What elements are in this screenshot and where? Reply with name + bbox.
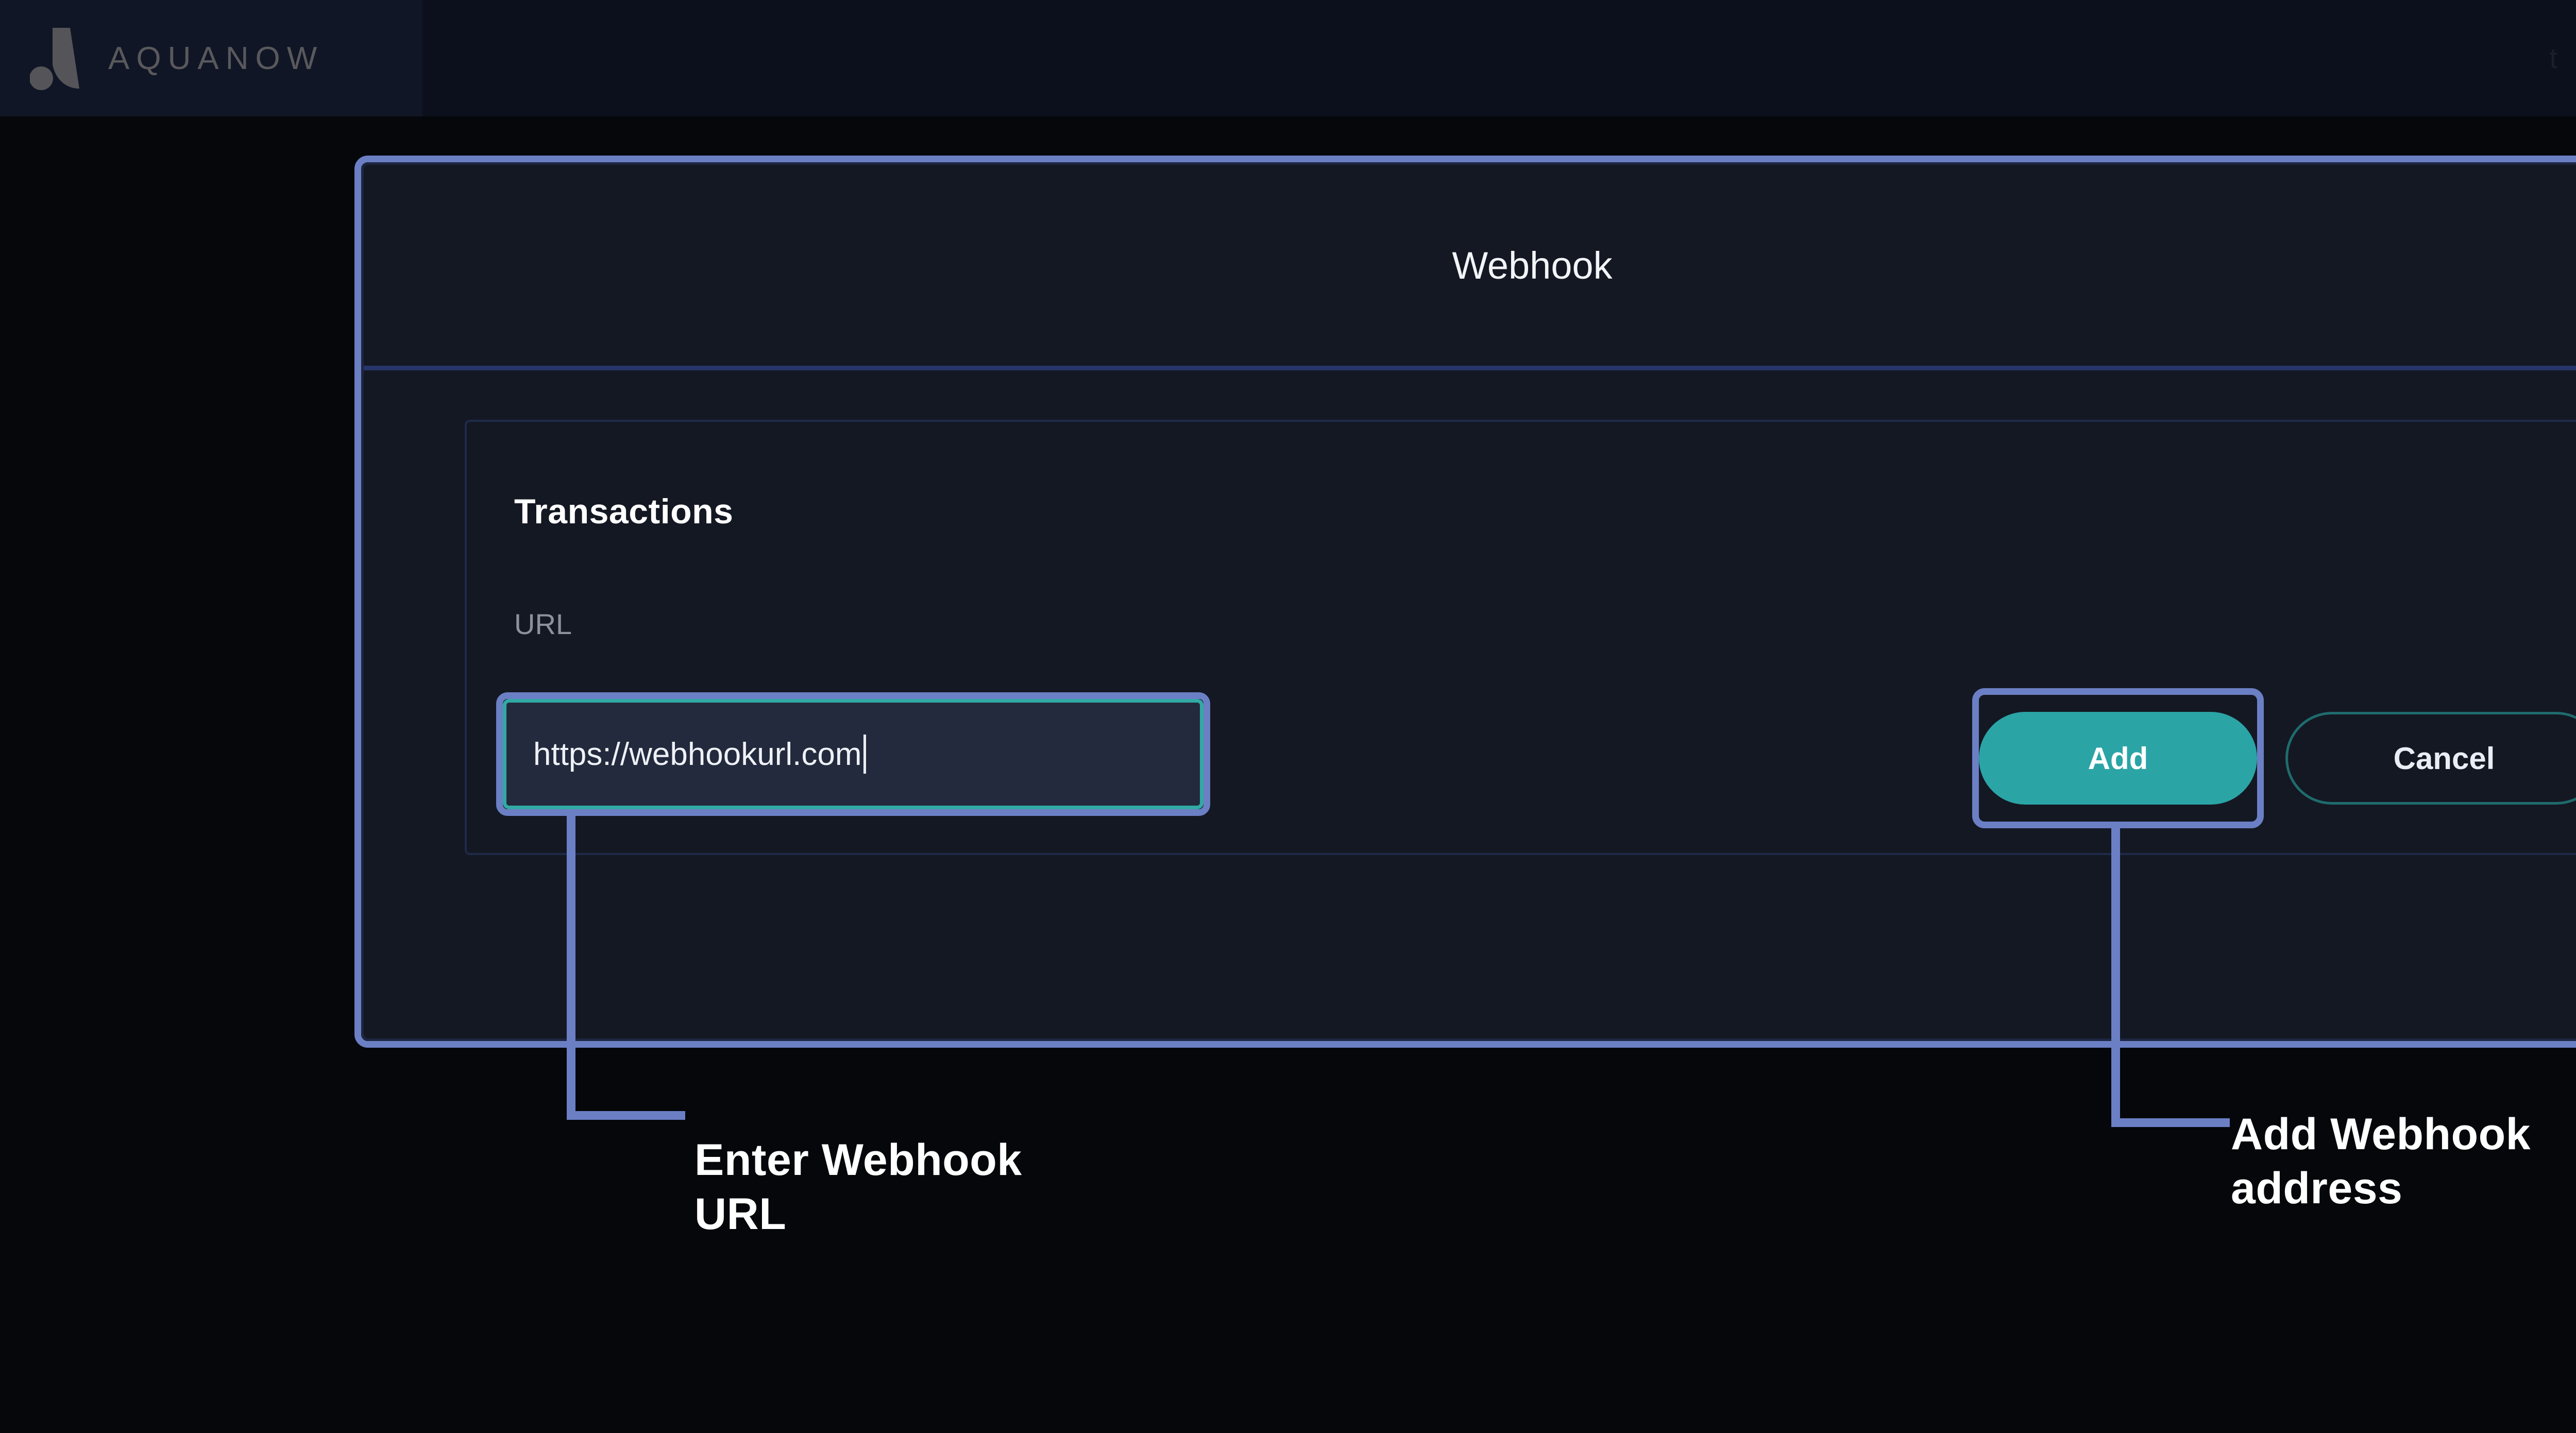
add-button[interactable]: Add <box>1979 712 2257 805</box>
leader-line-add-webhook <box>2111 828 2245 1137</box>
cancel-button[interactable]: Cancel <box>2285 712 2576 805</box>
transactions-card: Transactions URL <box>465 420 2576 855</box>
url-input-highlight <box>496 692 1210 816</box>
app-header: AQUANOW t Transactions helloWorld ▾ <box>0 0 2576 116</box>
aquanow-logo-icon <box>30 25 87 92</box>
url-input-value: https://webhookurl.com <box>533 736 862 772</box>
add-button-highlight <box>1972 688 2264 828</box>
annotation-enter-url: Enter Webhook URL <box>694 1135 1022 1239</box>
brand-name: AQUANOW <box>108 40 324 76</box>
url-input-value-wrap: https://webhookurl.com <box>533 735 866 774</box>
dialog-title: Webhook <box>1452 244 1613 287</box>
brand-logo[interactable]: AQUANOW <box>0 0 422 116</box>
text-caret <box>863 735 866 774</box>
webhook-dialog: Webhook Transactions URL <box>361 162 2576 1041</box>
dialog-divider <box>364 366 2576 370</box>
card-title: Transactions <box>514 492 734 531</box>
nav-item-truncated[interactable]: t <box>2549 42 2557 74</box>
webhook-dialog-highlight <box>354 156 2576 1048</box>
url-field-label: URL <box>514 608 572 640</box>
url-input[interactable]: https://webhookurl.com <box>503 699 1204 809</box>
annotation-add-webhook: Add Webhook address <box>2231 1110 2531 1213</box>
main-nav: t Transactions helloWorld ▾ <box>2509 0 2576 116</box>
leader-line-enter-url <box>567 816 701 1125</box>
